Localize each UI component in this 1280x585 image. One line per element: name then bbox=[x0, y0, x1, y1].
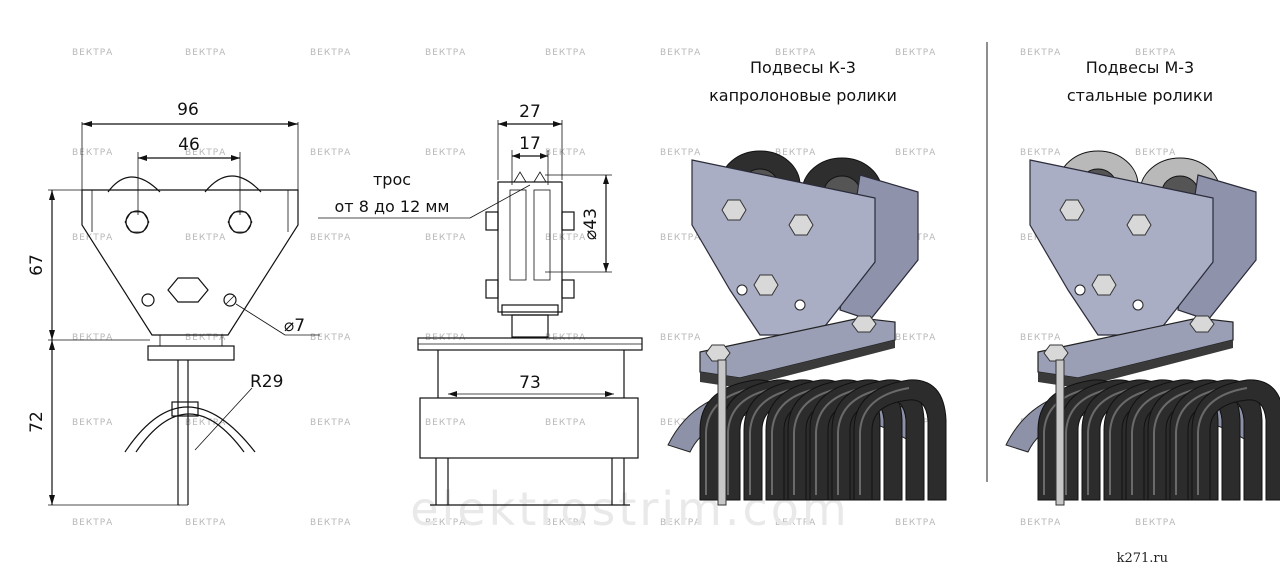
watermark-text: ВЕКТРА bbox=[895, 148, 936, 158]
watermark-text: ВЕКТРА bbox=[545, 418, 586, 428]
front-view-drawing: 96 46 ⌀7 R29 bbox=[27, 100, 320, 506]
watermark-text: ВЕКТРА bbox=[310, 148, 351, 158]
watermark-text: ВЕКТРА bbox=[72, 48, 113, 58]
side-inner-width-label: 17 bbox=[519, 134, 541, 154]
bolt-head bbox=[851, 315, 877, 333]
watermark-text: ВЕКТРА bbox=[1020, 148, 1061, 158]
watermark-text: ВЕКТРА bbox=[1135, 48, 1176, 58]
cable-hose bbox=[853, 379, 947, 501]
watermark-text: ВЕКТРА bbox=[660, 148, 701, 158]
watermark-text: ВЕКТРА bbox=[660, 418, 701, 428]
m3-hanger-image bbox=[1005, 150, 1280, 506]
watermark-text: ВЕКТРА bbox=[545, 233, 586, 243]
side-base-width-label: 73 bbox=[519, 373, 541, 393]
watermark-layer: ВЕКТРА ВЕКТРА ВЕКТРА ВЕКТРА ВЕКТРА ВЕКТРА ВЕКТ… bbox=[72, 48, 1176, 528]
m3-title-line2: стальные ролики bbox=[1067, 86, 1213, 105]
bolt-head bbox=[1189, 315, 1215, 333]
watermark-text: ВЕКТРА bbox=[185, 48, 226, 58]
watermark-text: ВЕКТРА bbox=[310, 233, 351, 243]
cable-hose bbox=[1191, 379, 1280, 501]
watermark-text: ВЕКТРА bbox=[72, 148, 113, 158]
bolt-head bbox=[1091, 274, 1117, 296]
watermark-text: ВЕКТРА bbox=[660, 333, 701, 343]
watermark-text: ВЕКТРА bbox=[72, 233, 113, 243]
watermark-text: ВЕКТРА bbox=[185, 333, 226, 343]
watermark-text: ВЕКТРА bbox=[185, 233, 226, 243]
m3-title-line1: Подвесы М-3 bbox=[1086, 58, 1194, 77]
watermark-text: ВЕКТРА bbox=[185, 148, 226, 158]
bolt-head bbox=[1059, 199, 1085, 221]
side-roller-dia-label: ⌀43 bbox=[581, 208, 601, 240]
bolt-head bbox=[753, 274, 779, 296]
watermark-text: ВЕКТРА bbox=[1135, 148, 1176, 158]
watermark-text: ВЕКТРА bbox=[545, 518, 586, 528]
bolt-head bbox=[1043, 344, 1069, 362]
clamp-plate-edge bbox=[1038, 340, 1233, 388]
bolt-head bbox=[721, 199, 747, 221]
k3-hanger-image bbox=[667, 150, 947, 506]
watermark-text: ВЕКТРА bbox=[72, 518, 113, 528]
watermark-text: ВЕКТРА bbox=[775, 518, 816, 528]
watermark-text: ВЕКТРА bbox=[895, 333, 936, 343]
watermark-text: ВЕКТРА bbox=[775, 148, 816, 158]
cable-hose-highlight bbox=[1197, 387, 1248, 495]
watermark-text: ВЕКТРА bbox=[425, 418, 466, 428]
watermark-text: ВЕКТРА bbox=[425, 148, 466, 158]
front-lower-height-label: 72 bbox=[27, 411, 47, 433]
watermark-text: ВЕКТРА bbox=[545, 48, 586, 58]
clamp-plate-edge bbox=[700, 340, 895, 388]
watermark-text: ВЕКТРА bbox=[1020, 48, 1061, 58]
watermark-text: ВЕКТРА bbox=[660, 48, 701, 58]
watermark-text: ВЕКТРА bbox=[775, 48, 816, 58]
front-upper-height-label: 67 bbox=[27, 254, 47, 276]
watermark-text: ВЕКТРА bbox=[310, 333, 351, 343]
watermark-text: ВЕКТРА bbox=[1020, 518, 1061, 528]
mount-hole bbox=[1132, 299, 1144, 311]
watermark-text: ВЕКТРА bbox=[660, 233, 701, 243]
front-width-label: 96 bbox=[177, 100, 199, 120]
watermark-text: ВЕКТРА bbox=[660, 518, 701, 528]
watermark-text: ВЕКТРА bbox=[1135, 518, 1176, 528]
bolt-head bbox=[788, 214, 814, 236]
watermark-text: ВЕКТРА bbox=[425, 233, 466, 243]
watermark-text: ВЕКТРА bbox=[310, 518, 351, 528]
front-bolt-spacing-label: 46 bbox=[178, 135, 200, 155]
source-label: k271.ru bbox=[1117, 551, 1168, 566]
cable-note-line1: трос bbox=[373, 170, 411, 189]
mount-hole bbox=[736, 284, 748, 296]
cable-hose-highlight bbox=[859, 387, 910, 495]
watermark-text: ВЕКТРА bbox=[185, 518, 226, 528]
watermark-text: ВЕКТРА bbox=[545, 148, 586, 158]
mount-hole bbox=[1074, 284, 1086, 296]
front-hole-label: ⌀7 bbox=[284, 316, 305, 336]
threaded-rod bbox=[1055, 359, 1065, 506]
side-view-drawing: 27 17 ⌀43 трос от 8 до 12 мм bbox=[318, 102, 643, 506]
watermark-text: ВЕКТРА bbox=[310, 418, 351, 428]
watermark-text: ВЕКТРА bbox=[895, 48, 936, 58]
front-radius-label: R29 bbox=[250, 372, 283, 392]
watermark-text: ВЕКТРА bbox=[425, 518, 466, 528]
watermark-text: ВЕКТРА bbox=[895, 518, 936, 528]
k3-title-line1: Подвесы К-3 bbox=[750, 58, 856, 77]
bolt-head bbox=[1126, 214, 1152, 236]
watermark-text: ВЕКТРА bbox=[185, 418, 226, 428]
watermark-text: ВЕКТРА bbox=[1020, 333, 1061, 343]
side-width-label: 27 bbox=[519, 102, 541, 122]
threaded-rod bbox=[717, 359, 727, 506]
bolt-head bbox=[705, 344, 731, 362]
watermark-text: ВЕКТРА bbox=[310, 48, 351, 58]
watermark-text: ВЕКТРА bbox=[72, 333, 113, 343]
cable-note-line2: от 8 до 12 мм bbox=[335, 197, 450, 216]
mount-hole bbox=[794, 299, 806, 311]
watermark-text: ВЕКТРА bbox=[425, 48, 466, 58]
watermark-text: ВЕКТРА bbox=[72, 418, 113, 428]
k3-title-line2: капролоновые ролики bbox=[709, 86, 897, 105]
